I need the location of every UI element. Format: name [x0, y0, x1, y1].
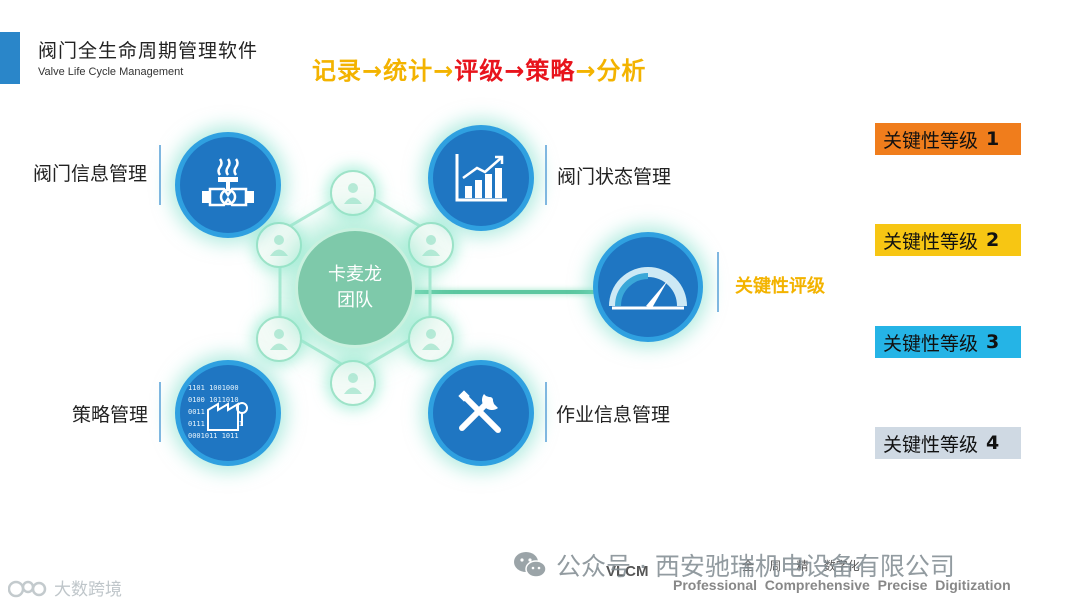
page-subtitle: Valve Life Cycle Management	[38, 66, 184, 78]
criticality-level-2: 关键性等级 2	[875, 224, 1021, 256]
work-info-node	[428, 360, 534, 466]
divider	[717, 252, 719, 312]
wechat-watermark-text: 公众号 · 西安驰瑞机电设备有限公司	[556, 552, 955, 581]
brand-logo-icon	[8, 580, 47, 597]
footer-en-terms: Professional Comprehensive Precise Digit…	[673, 577, 1011, 593]
corner-watermark: 大数跨境	[8, 575, 122, 600]
flow-step-analysis: 分析	[596, 57, 647, 85]
team-member-icon	[256, 316, 302, 362]
divider	[545, 145, 547, 205]
strategy-node: 1101 1001000 0100 1011010 0011 1111010 0…	[175, 360, 281, 466]
level-text: 关键性等级	[883, 230, 979, 253]
center-label-line1: 卡麦龙	[328, 264, 382, 285]
flow-step-statistics: 统计	[383, 57, 434, 85]
criticality-level-1: 关键性等级 1	[875, 123, 1021, 155]
valve-info-node	[175, 132, 281, 238]
level-text: 关键性等级	[883, 332, 979, 355]
valve-status-node	[428, 125, 534, 231]
header-accent-bar	[0, 32, 20, 84]
team-member-icon	[330, 170, 376, 216]
valve-info-label: 阀门信息管理	[33, 163, 148, 185]
team-member-icon	[408, 222, 454, 268]
criticality-level-4: 关键性等级 4	[875, 427, 1021, 459]
divider	[159, 382, 161, 442]
level-text: 关键性等级	[883, 433, 979, 456]
divider	[159, 145, 161, 205]
page-title: 阀门全生命周期管理软件	[38, 40, 259, 62]
center-label-line2: 团队	[337, 290, 373, 311]
team-member-icon	[330, 360, 376, 406]
level-number: 2	[986, 229, 1000, 251]
center-team-node: 卡麦龙 团队	[295, 228, 415, 348]
flow-step-rating: 评级	[454, 57, 505, 85]
team-member-icon	[408, 316, 454, 362]
connector-line	[410, 290, 610, 294]
divider	[545, 382, 547, 442]
level-number: 4	[986, 432, 1000, 454]
level-text: 关键性等级	[883, 129, 979, 152]
level-number: 3	[986, 331, 1000, 353]
valve-icon	[202, 158, 254, 207]
flow-arrow: →	[362, 57, 384, 85]
valve-status-label: 阀门状态管理	[557, 166, 672, 188]
process-flow: 记录→统计→评级→策略→分析	[312, 51, 646, 86]
criticality-level-3: 关键性等级 3	[875, 326, 1021, 358]
flow-arrow: →	[575, 57, 597, 85]
wechat-watermark: 公众号 · 西安驰瑞机电设备有限公司	[512, 547, 955, 583]
bar-chart-icon	[455, 154, 507, 202]
flow-step-record: 记录	[312, 57, 362, 85]
level-number: 1	[986, 128, 1000, 150]
team-member-icon	[256, 222, 302, 268]
footer-brand: VLCM	[606, 563, 649, 580]
flow-step-strategy: 策略	[525, 57, 576, 85]
factory-icon	[207, 402, 248, 431]
flow-arrow: →	[504, 57, 526, 85]
work-info-label: 作业信息管理	[556, 404, 671, 426]
criticality-rating-label: 关键性评级	[735, 276, 825, 297]
flow-arrow: →	[433, 57, 455, 85]
strategy-label: 策略管理	[72, 404, 149, 426]
wechat-icon	[514, 552, 547, 578]
gauge-icon	[609, 267, 687, 310]
tools-icon	[458, 390, 501, 433]
criticality-rating-node	[593, 232, 703, 342]
footer-cn-terms: 全 周 精 数字化	[742, 559, 860, 573]
corner-watermark-text: 大数跨境	[54, 580, 122, 600]
